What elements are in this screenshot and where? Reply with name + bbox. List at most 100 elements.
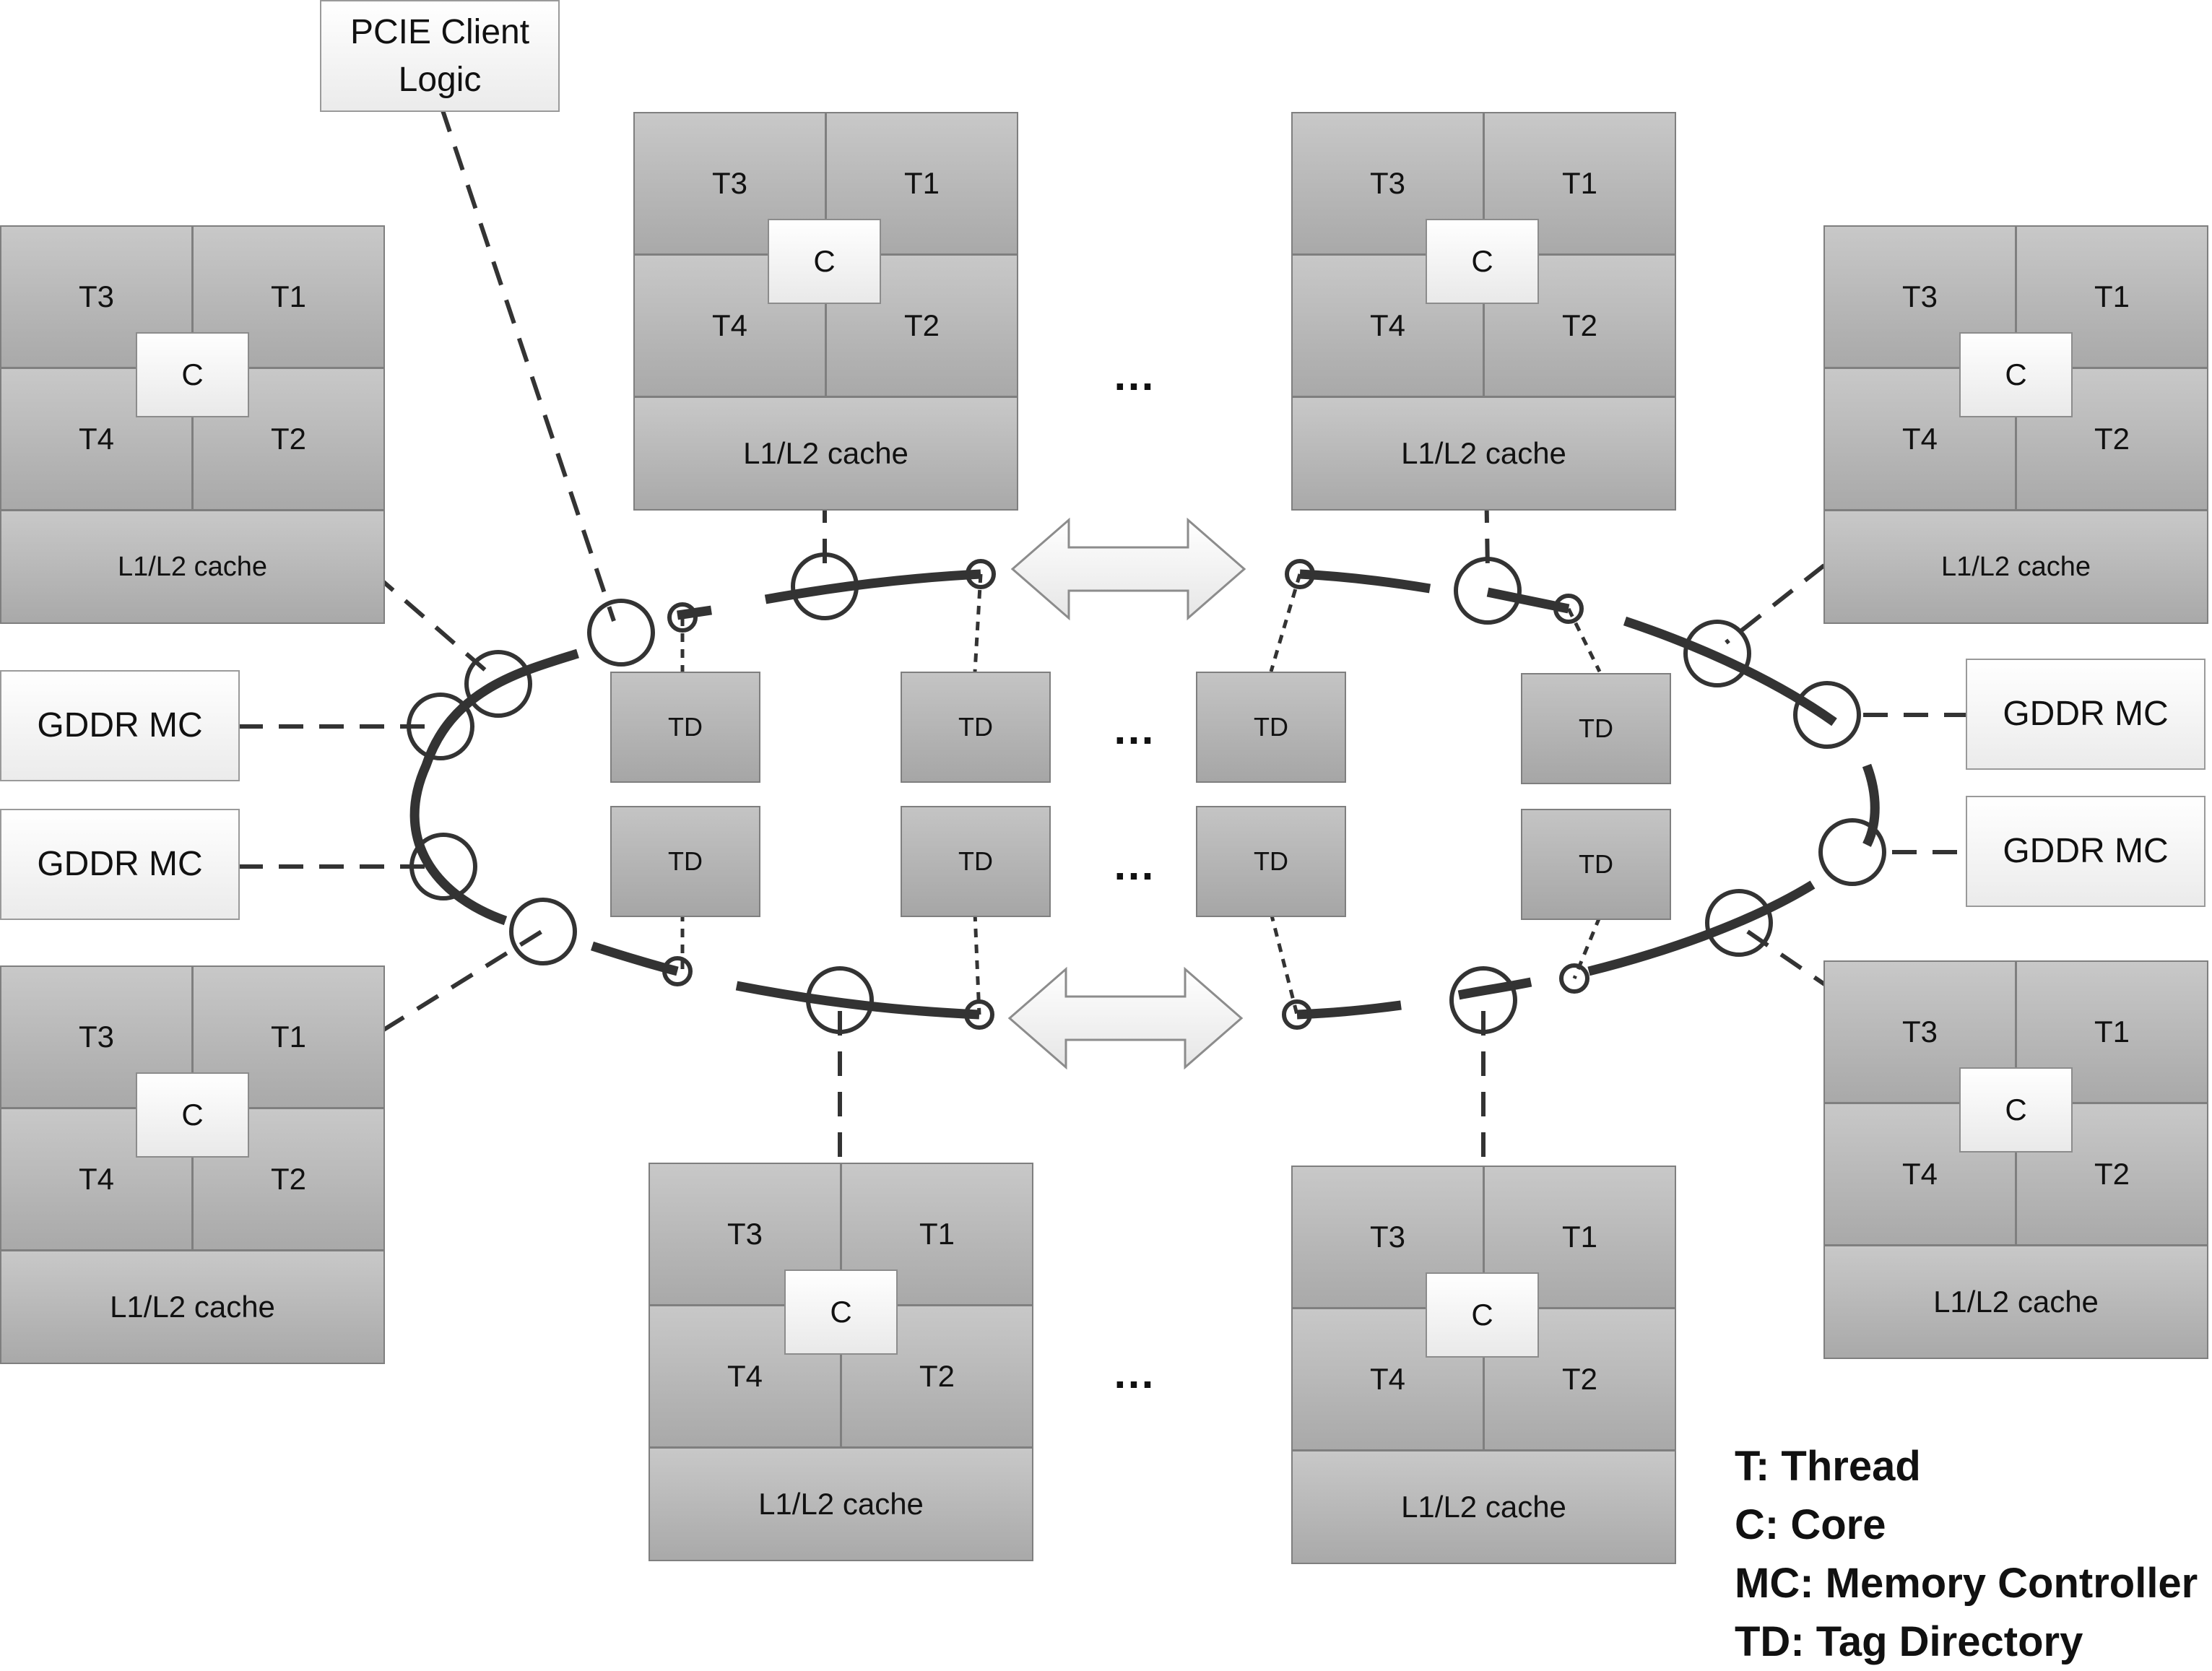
- thread-cell: T1: [2016, 960, 2208, 1103]
- legend-entry-memory-controller: MC: Memory Controller: [1735, 1560, 2198, 1607]
- thread-cell: T2: [841, 1305, 1033, 1448]
- thread-label: T1: [1561, 1220, 1597, 1254]
- cache-label: L1/L2 cache: [1401, 1490, 1566, 1524]
- thread-label: T3: [78, 279, 114, 313]
- td-label: TD: [668, 846, 703, 876]
- thread-label: T1: [2094, 1015, 2130, 1049]
- core-label: C: [813, 244, 836, 278]
- thread-label: T2: [903, 308, 940, 342]
- ring-stop-core: [1705, 889, 1773, 957]
- tag-directory: TD: [610, 672, 760, 783]
- legend-entry-tag-directory: TD: Tag Directory: [1735, 1618, 2083, 1665]
- ring-right-mid: [1862, 763, 1880, 847]
- pcie-client-logic-box: PCIE Client Logic: [320, 0, 560, 112]
- ellipsis-bottom: …: [1112, 1352, 1158, 1395]
- tag-directory: TD: [610, 806, 760, 917]
- ellipsis-text: …: [1112, 841, 1158, 889]
- cache-cell: L1/L2 cache: [1823, 1245, 2208, 1359]
- ring-stop-mc: [407, 693, 474, 760]
- ring-stop-core: [1449, 966, 1517, 1034]
- ring-stop-pcie: [587, 599, 655, 667]
- cache-label: L1/L2 cache: [758, 1487, 924, 1521]
- thread-label: T3: [78, 1020, 114, 1054]
- ring-stop-td: [1282, 999, 1312, 1030]
- ring-seg-top-1: [764, 569, 981, 604]
- td-label: TD: [1254, 846, 1288, 876]
- tag-directory: TD: [1196, 806, 1346, 917]
- direction-arrows: [1007, 517, 1246, 1070]
- cache-label: L1/L2 cache: [110, 1290, 275, 1324]
- cache-cell: L1/L2 cache: [0, 1250, 385, 1364]
- cache-cell: L1/L2 cache: [1291, 396, 1676, 511]
- cache-cell: L1/L2 cache: [649, 1447, 1033, 1561]
- thread-label: T1: [903, 166, 940, 200]
- thread-label: T4: [1369, 308, 1405, 342]
- thread-label: T4: [78, 1162, 114, 1196]
- dotted-td-links: [680, 573, 1602, 1015]
- ring-stop-mc: [409, 833, 477, 900]
- core-link-left-top: [190, 413, 493, 677]
- core-box: C: [1426, 219, 1539, 304]
- ring-stop-td: [1285, 559, 1315, 589]
- ring-stop-mc: [1793, 681, 1861, 749]
- ring-stop-core: [791, 552, 859, 620]
- core-label: C: [1471, 1298, 1493, 1332]
- gddr-mc-right-1: GDDR MC: [1966, 659, 2206, 770]
- core-block-right-bottom: T3 T1 T4 T2 L1/L2 cache C: [1823, 960, 2208, 1359]
- core-box: C: [1959, 1067, 2073, 1153]
- core-box: C: [1426, 1272, 1539, 1358]
- thread-label: T2: [1561, 1362, 1597, 1396]
- double-arrow-top: [1010, 517, 1246, 621]
- ring-seg-bottom-2: [1296, 1000, 1402, 1020]
- thread-label: T2: [2094, 422, 2130, 456]
- core-box: C: [768, 219, 881, 304]
- core-box: C: [136, 1072, 249, 1158]
- thread-label: T2: [270, 1162, 306, 1196]
- ring-stop-td: [1553, 594, 1584, 624]
- cache-cell: L1/L2 cache: [0, 510, 385, 624]
- td-label: TD: [958, 846, 993, 876]
- core-block-right-top: T3 T1 T4 T2 L1/L2 cache C: [1823, 225, 2208, 624]
- thread-label: T1: [2094, 279, 2130, 313]
- ring-stop-core: [1683, 620, 1751, 687]
- tag-directory: TD: [1196, 672, 1346, 783]
- thread-label: T2: [270, 422, 306, 456]
- ring-stop-td: [1559, 963, 1589, 994]
- pcie-label-line2: Logic: [398, 60, 482, 99]
- thread-label: T1: [919, 1217, 955, 1251]
- core-box: C: [784, 1269, 898, 1355]
- core-label: C: [2005, 357, 2027, 391]
- core-block-top-2: T3 T1 T4 T2 L1/L2 cache C: [1291, 112, 1676, 511]
- ellipsis-text: …: [1112, 705, 1158, 753]
- ring-stops: [407, 552, 1886, 1034]
- td-label: TD: [1579, 849, 1613, 879]
- ellipsis-text: …: [1112, 1349, 1158, 1397]
- ellipsis-top: …: [1112, 354, 1158, 397]
- cache-label: L1/L2 cache: [117, 551, 268, 582]
- thread-label: T2: [1561, 308, 1597, 342]
- ring-stop-td: [964, 999, 994, 1030]
- thread-label: T3: [727, 1217, 763, 1251]
- ring-seg-bottom-3: [1457, 977, 1532, 1000]
- double-arrow-bottom: [1007, 966, 1244, 1070]
- thread-label: T4: [1901, 422, 1938, 456]
- core-label: C: [2005, 1093, 2027, 1127]
- core-box: C: [136, 332, 249, 417]
- cache-label: L1/L2 cache: [743, 436, 908, 470]
- core-block-left-top: T3 T1 T4 T2 L1/L2 cache C: [0, 225, 385, 624]
- cache-label: L1/L2 cache: [1401, 436, 1566, 470]
- ring-seg-bottom-1: [735, 981, 980, 1020]
- thread-label: T3: [711, 166, 747, 200]
- thread-label: T4: [711, 308, 747, 342]
- tag-directory: TD: [901, 672, 1051, 783]
- ellipsis-text: …: [1112, 351, 1158, 399]
- thread-label: T2: [919, 1359, 955, 1393]
- thread-label: T4: [1369, 1362, 1405, 1396]
- gddr-mc-label: GDDR MC: [37, 706, 203, 745]
- td-label: TD: [958, 712, 993, 742]
- ring-seg-top-2: [1299, 569, 1431, 594]
- tag-directory: TD: [901, 806, 1051, 917]
- thread-label: T3: [1901, 1015, 1938, 1049]
- cache-cell: L1/L2 cache: [1823, 510, 2208, 624]
